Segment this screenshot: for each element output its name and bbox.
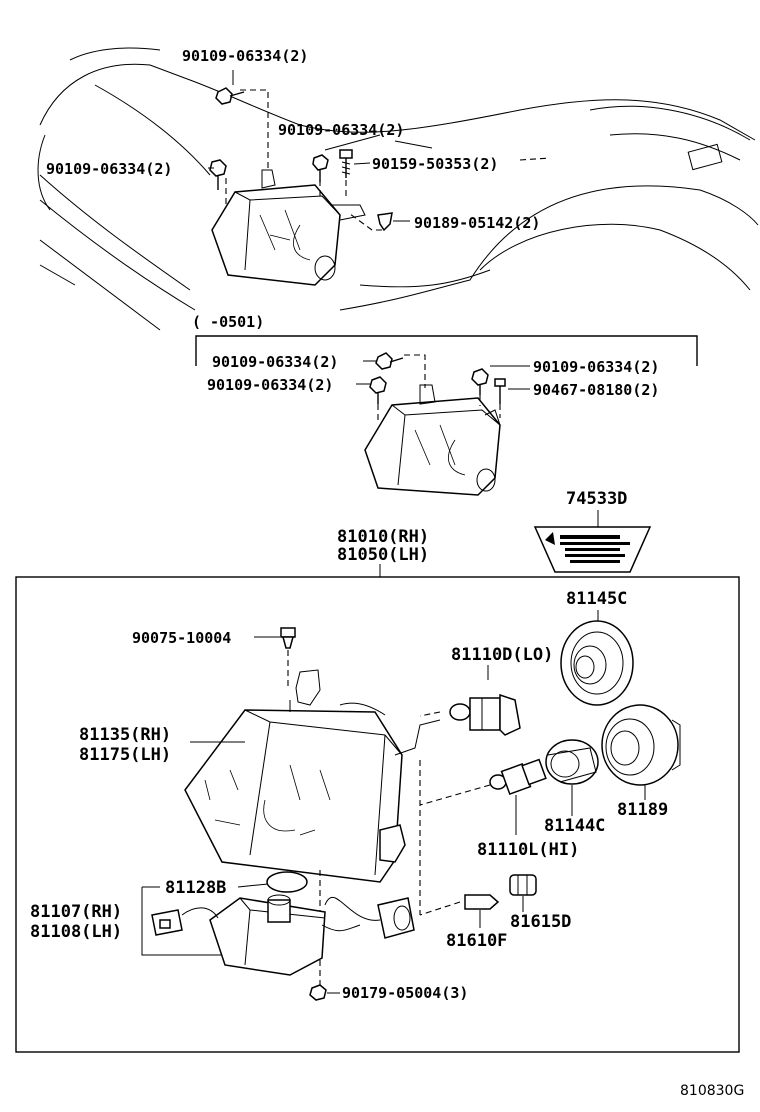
cap-81189	[601, 704, 681, 786]
label-bulb-81610f: 81610F	[446, 931, 507, 951]
bolt-icon	[369, 376, 387, 404]
label-bulb-hi: 81110L(HI)	[477, 840, 579, 860]
label-clip-90189: 90189-05142(2)	[414, 214, 540, 232]
label-nut-90179: 90179-05004(3)	[342, 984, 468, 1002]
label-screw-90159: 90159-50353(2)	[372, 155, 498, 173]
label-bolt-top: 90109-06334(2)	[182, 47, 308, 65]
bolt-icon	[312, 154, 329, 182]
bolt-icon	[209, 159, 227, 190]
label-b2-bolt-b: 90109-06334(2)	[207, 376, 333, 394]
label-computer-lh: 81108(LH)	[30, 922, 122, 942]
caution-label-plate	[533, 526, 652, 573]
label-computer-rh: 81107(RH)	[30, 902, 122, 922]
label-bolt-mid: 90109-06334(2)	[278, 121, 404, 139]
diagram-code: 810830G	[680, 1083, 744, 1099]
gasket-81128b	[266, 871, 308, 893]
bolt-icon	[471, 368, 489, 395]
screw-icon	[494, 378, 506, 404]
ballast-computer	[209, 894, 361, 976]
label-lens-rh: 81135(RH)	[79, 725, 171, 745]
clip-icon	[377, 212, 393, 232]
headlight-variant	[364, 384, 501, 496]
bulb-hi-icon	[489, 758, 547, 795]
label-assy-rh: 81010(RH)	[337, 527, 429, 547]
variant-bracket	[195, 335, 698, 366]
cover-81145c	[560, 620, 634, 706]
label-gasket-81128b: 81128B	[165, 878, 226, 898]
label-bulb-lo: 81110D(LO)	[451, 645, 553, 665]
screw-icon	[339, 149, 353, 178]
label-assy-lh: 81050(LH)	[337, 545, 429, 565]
label-socket-81144c: 81144C	[544, 816, 605, 836]
screw-icon	[280, 627, 296, 649]
socket-81144c	[545, 739, 599, 785]
headlamp-main	[184, 669, 441, 883]
vehicle-body-outline	[37, 47, 759, 331]
connector-right	[324, 897, 415, 939]
label-cover-81145c: 81145C	[566, 589, 627, 609]
connector-left	[151, 907, 219, 936]
variant-fasteners	[356, 352, 530, 420]
label-caution-no: 74533D	[566, 489, 627, 509]
headlight-installed-top	[211, 169, 366, 286]
bulb-81610f-icon	[464, 894, 500, 910]
label-cap-81189: 81189	[617, 800, 668, 820]
label-lens-lh: 81175(LH)	[79, 745, 171, 765]
label-bolt-left: 90109-06334(2)	[46, 160, 172, 178]
bolt-icon	[375, 352, 404, 370]
socket-81615d	[509, 874, 537, 896]
bulb-lo-icon	[449, 693, 521, 736]
label-screw-90075: 90075-10004	[132, 629, 231, 647]
nut-icon	[309, 984, 327, 1001]
assembly-box	[15, 576, 740, 1053]
date-range: ( -0501)	[192, 313, 264, 331]
label-b2-bolt-a: 90109-06334(2)	[212, 353, 338, 371]
label-b2-screw: 90467-08180(2)	[533, 381, 659, 399]
label-b2-bolt-c: 90109-06334(2)	[533, 358, 659, 376]
bolt-icon	[215, 87, 245, 105]
top-fasteners	[208, 70, 551, 232]
label-socket-81615d: 81615D	[510, 912, 571, 932]
